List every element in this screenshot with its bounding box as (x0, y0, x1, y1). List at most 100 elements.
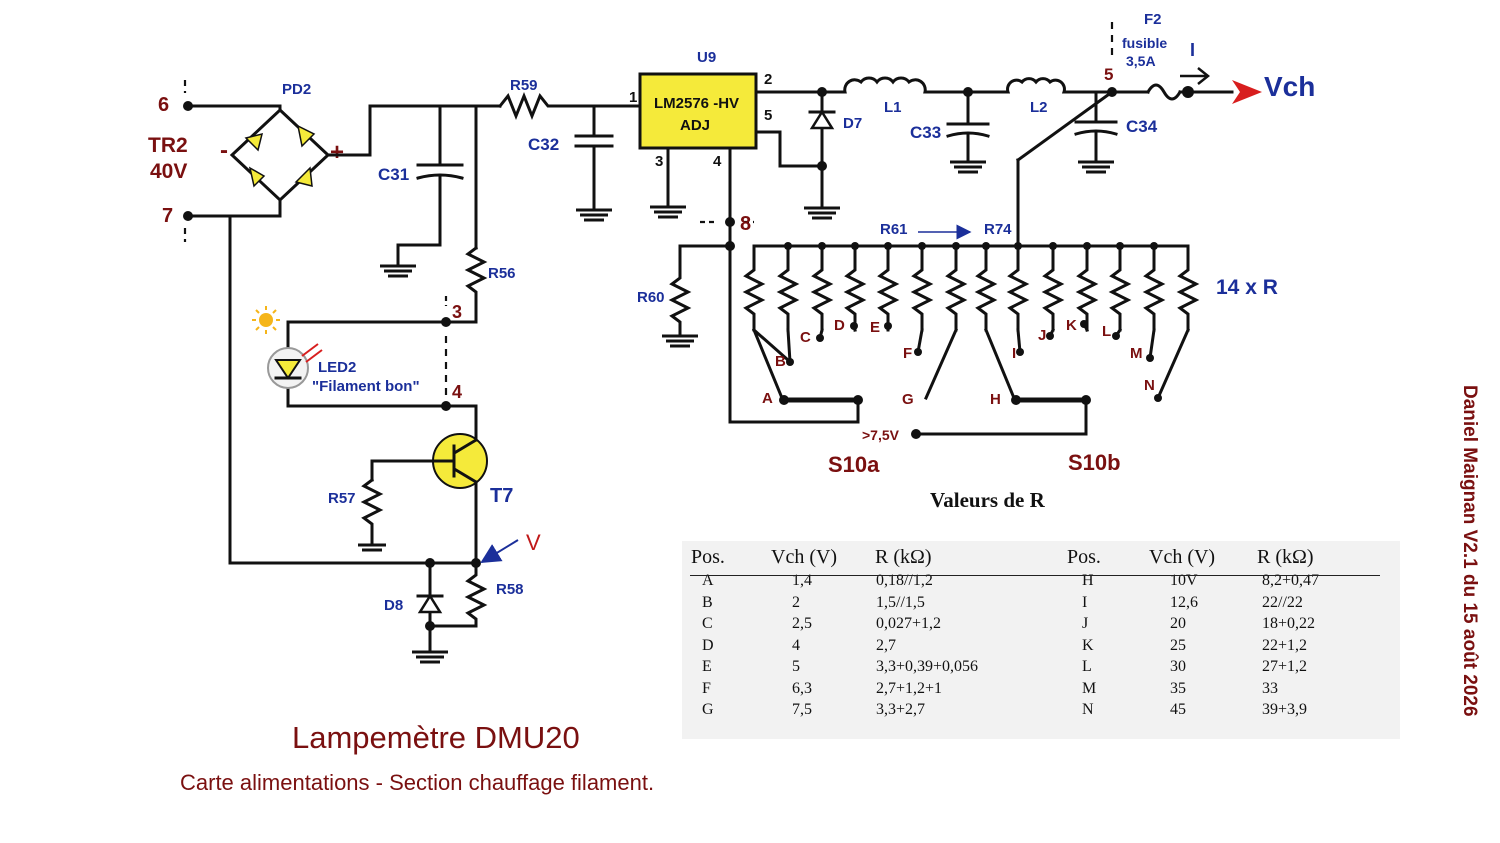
resistor-ladder (742, 242, 1200, 332)
table-cell: 8,2+0,47 (1262, 572, 1320, 589)
col-vch-2: Vch (V) (1149, 546, 1216, 568)
c33-label: C33 (910, 123, 941, 142)
table-cell: 20 (1170, 615, 1186, 632)
table-cell: C (702, 615, 713, 632)
r58-label: R58 (496, 581, 524, 598)
table-cell: 0,18//1,2 (876, 572, 933, 589)
pos-l: L (1102, 323, 1111, 340)
switch-contacts (751, 320, 1190, 402)
transistor-t7: T7 (370, 404, 513, 565)
capacitor-c33: C33 (910, 87, 990, 174)
table-cell: 1,5//1,5 (876, 593, 925, 611)
u9-pin3: 3 (655, 153, 663, 170)
table-cell: G (702, 701, 714, 718)
u9-label: U9 (697, 49, 716, 66)
inductor-l1: L1 (838, 76, 970, 116)
led2-desc: "Filament bon" (312, 378, 420, 395)
table-cell: M (1082, 679, 1097, 697)
bridge-plus: + (330, 139, 344, 166)
pin-8: 8 (740, 213, 751, 235)
pos-k: K (1066, 317, 1077, 334)
current-label: I (1190, 40, 1195, 60)
resistor-r56: R56 (464, 245, 516, 324)
c32-label: C32 (528, 135, 559, 154)
output-arrow (1232, 80, 1262, 104)
table-cell: 2 (792, 593, 800, 611)
u9-pin2: 2 (764, 71, 772, 88)
signature-text: Daniel Maignan V2.1 du 15 août 2026 (1459, 385, 1480, 717)
table-rule (690, 575, 1380, 576)
table-cell: 35 (1170, 679, 1186, 697)
pos-j: J (1038, 327, 1046, 344)
col-r-2: R (kΩ) (1257, 546, 1314, 568)
d7-label: D7 (843, 115, 862, 132)
pos-d: D (834, 317, 845, 334)
table-cell: I (1082, 593, 1088, 611)
col-pos-2: Pos. (1067, 546, 1101, 568)
values-table: Pos. Vch (V) R (kΩ) Pos. Vch (V) R (kΩ) … (682, 541, 1400, 739)
tr2-label: TR2 (148, 134, 188, 157)
u9-adj: ADJ (680, 117, 710, 134)
table-cell: 2,5 (792, 615, 812, 632)
switch-s10: >7,5V S10a S10b (728, 395, 1121, 477)
pd2-label: PD2 (282, 81, 311, 98)
pos-i: I (1012, 345, 1016, 362)
table-cell: 2,7+1,2+1 (876, 679, 943, 697)
table-cell: N (1082, 701, 1094, 718)
pos-m: M (1130, 345, 1143, 362)
table-cell: E (702, 658, 712, 675)
u9-pin5: 5 (764, 107, 772, 124)
capacitor-c34: C34 (1074, 90, 1158, 174)
pin-4: 4 (452, 382, 462, 402)
table-cell: 5 (792, 658, 800, 675)
table-cell: A (702, 572, 714, 589)
resistor-r57: R57 (328, 459, 386, 552)
r60-label: R60 (637, 289, 665, 306)
table-cell: 33 (1262, 679, 1278, 697)
t7-label: T7 (490, 485, 513, 507)
l1-label: L1 (884, 99, 902, 116)
c34-label: C34 (1126, 117, 1158, 136)
table-cell: 39+3,9 (1262, 701, 1308, 718)
d8-label: D8 (384, 597, 403, 614)
f2-rating: 3,5A (1126, 53, 1156, 69)
table-cell: 3,3+0,39+0,056 (876, 658, 979, 675)
pin-3: 3 (452, 302, 462, 322)
col-vch: Vch (V) (771, 546, 838, 568)
r59-label: R59 (510, 77, 538, 94)
pos-n: N (1144, 377, 1155, 394)
s10b-label: S10b (1068, 450, 1121, 475)
table-cell: 6,3 (792, 679, 812, 697)
nr-label: 14 x R (1216, 276, 1278, 299)
table-cell: K (1082, 636, 1094, 654)
col-pos: Pos. (691, 546, 725, 568)
table-cell: 25 (1170, 636, 1186, 654)
table-cell: J (1082, 615, 1089, 632)
pin-5: 5 (1104, 65, 1113, 84)
table-cell: 10V (1170, 572, 1198, 589)
signature: Daniel Maignan V2.1 du 15 août 2026 (1459, 385, 1480, 717)
table-title: Valeurs de R (930, 488, 1045, 512)
table-row: F 6,3 2,7+1,2+1 M 35 33 (690, 678, 1398, 700)
table-cell: F (702, 679, 711, 697)
u9-pin4: 4 (713, 153, 722, 170)
capacitor-c31: C31 (378, 104, 464, 278)
u9-pin1: 1 (629, 89, 637, 106)
u9-part: LM2576 -HV (654, 95, 739, 112)
pos-b: B (775, 353, 786, 370)
page-subtitle: Carte alimentations - Section chauffage … (180, 770, 654, 795)
led-led2: LED2 "Filament bon" (252, 306, 420, 408)
table-cell: 22+1,2 (1262, 636, 1308, 654)
pos-a: A (762, 390, 773, 407)
pos-g: G (902, 391, 914, 408)
r56-label: R56 (488, 265, 516, 282)
table-cell: 2,7 (876, 636, 896, 654)
resistor-r58: R58 (428, 561, 524, 628)
bridge-pd2: PD2 - + (220, 81, 344, 203)
vch-label: Vch (1264, 71, 1315, 102)
led2-label: LED2 (318, 359, 356, 376)
table-cell: 0,027+1,2 (876, 615, 942, 632)
